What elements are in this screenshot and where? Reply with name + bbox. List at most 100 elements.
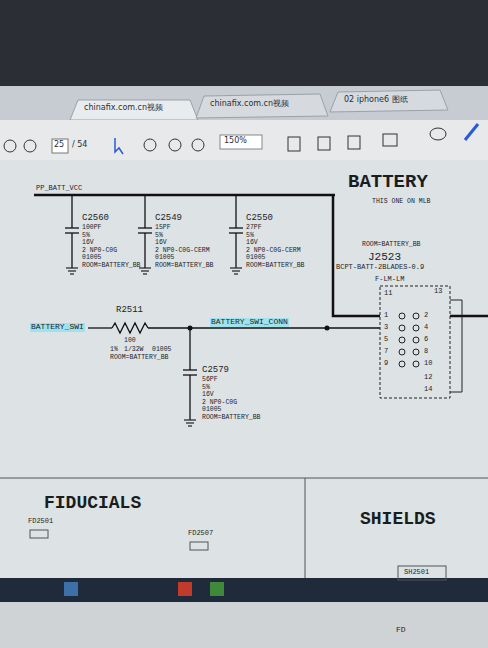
part-value: 27PF (246, 224, 262, 231)
pin-number: 9 (384, 360, 388, 368)
toolbar-icon (465, 124, 478, 140)
pin-number: 5 (384, 336, 388, 344)
power-rail (450, 315, 488, 318)
part-value: 5% (82, 232, 90, 239)
browser-tab (196, 94, 328, 118)
zoom-level: 150% (224, 137, 247, 146)
tab-title: chinafix.com.cn视频 (84, 104, 163, 113)
connector-body (380, 286, 450, 398)
section-heading: BATTERY (348, 172, 428, 193)
browser-tab (330, 90, 448, 112)
pin-number: 6 (424, 336, 428, 344)
capacitor-symbol (183, 328, 197, 420)
toolbar (0, 120, 488, 160)
part-value: 2 NP0-C0G-CERM (246, 247, 301, 254)
schematic-sheet (0, 160, 488, 580)
toolbar-icon (383, 134, 397, 146)
part-value: ROOM=BATTERY_BB (110, 354, 169, 361)
bezel-bottom (0, 602, 488, 648)
pin-number: 10 (424, 360, 432, 368)
part-value: ROOM=BATTERY_BB (202, 414, 261, 421)
part-value: 56PF (202, 376, 218, 383)
part-value: 1% (110, 346, 118, 353)
pin-number: 1 (384, 312, 388, 320)
pin-number: 14 (424, 386, 432, 394)
part-ref: R2511 (116, 306, 143, 316)
part-value: 01005 (152, 346, 172, 353)
part-value: 15PF (155, 224, 171, 231)
net-name: BATTERY_SWI (30, 323, 85, 332)
part-value: 16V (155, 239, 167, 246)
part-value: 1/32W (124, 346, 144, 353)
junction-dot (325, 326, 330, 331)
fiducial-symbol (190, 542, 208, 550)
fiducial-symbol (30, 530, 48, 538)
wire (88, 327, 112, 328)
part-value: ROOM=BATTERY_BB (82, 262, 141, 269)
part-ref: FD (396, 626, 406, 635)
toolbar-icon (169, 139, 181, 151)
part-value: ROOM=BATTERY_BB (362, 241, 421, 248)
pin-number: 2 (424, 312, 428, 320)
net-name: PP_BATT_VCC (36, 185, 82, 193)
page-number: 25 (54, 141, 64, 150)
page-field (52, 139, 68, 153)
part-value: 5% (155, 232, 163, 239)
pin-number: 12 (424, 374, 432, 382)
capacitor-symbol (138, 195, 152, 268)
part-value: 100PF (82, 224, 102, 231)
part-value: 16V (246, 239, 258, 246)
note: THIS ONE ON MLB (372, 198, 431, 205)
page-count: / 54 (72, 141, 87, 150)
part-ref: C2549 (155, 214, 182, 224)
part-value: 5% (246, 232, 254, 239)
net-name: BATTERY_SWI_CONN (210, 318, 289, 327)
part-value: 01005 (82, 254, 102, 261)
section-heading: SHIELDS (360, 510, 436, 530)
shield-symbol (398, 566, 446, 580)
toolbar-icon (115, 138, 123, 154)
part-ref: SH2501 (404, 569, 429, 577)
pin-number: 8 (424, 348, 428, 356)
capacitor-symbol (229, 195, 243, 268)
toolbar-icon (318, 137, 330, 150)
pin-number: 4 (424, 324, 428, 332)
part-value: 2 NP0-C0G (82, 247, 117, 254)
part-value: 01005 (202, 406, 222, 413)
toolbar-icon (24, 140, 36, 152)
pin-number: 11 (384, 290, 392, 298)
taskbar-icon (210, 582, 224, 596)
taskbar (0, 578, 488, 602)
tab-title: 02 iphone6 图纸 (344, 96, 408, 105)
section-divider (0, 478, 488, 479)
section-heading: FIDUCIALS (44, 494, 141, 514)
pin-number: 13 (434, 288, 442, 296)
tab-title: chinafix.com.cn视频 (210, 100, 289, 109)
resistor-symbol (112, 323, 148, 333)
power-rail (34, 194, 335, 197)
part-ref: C2560 (82, 214, 109, 224)
section-divider (305, 478, 306, 578)
part-value: 5% (202, 384, 210, 391)
connector-pins (399, 313, 419, 367)
part-ref: J2523 (368, 251, 401, 263)
toolbar-icon (144, 139, 156, 151)
part-ref: FD2507 (188, 530, 213, 538)
wire (148, 327, 380, 328)
part-ref: C2579 (202, 366, 229, 376)
part-value: 2 NP0-C0G (202, 399, 237, 406)
pin-number: 7 (384, 348, 388, 356)
toolbar-icon (192, 139, 204, 151)
part-value: F-LM-LM (375, 276, 404, 284)
taskbar-icon (64, 582, 78, 596)
part-value: 16V (82, 239, 94, 246)
part-value: BCPT-BATT-2BLADES-0.9 (336, 264, 424, 272)
part-value: 01005 (246, 254, 266, 261)
wire (450, 300, 462, 392)
zoom-field (220, 135, 262, 149)
part-value: 2 NP0-C0G-CERM (155, 247, 210, 254)
browser-tab (70, 100, 198, 120)
monitor-bezel (0, 0, 488, 86)
part-ref: FD2501 (28, 518, 53, 526)
tab-bar (0, 86, 488, 120)
